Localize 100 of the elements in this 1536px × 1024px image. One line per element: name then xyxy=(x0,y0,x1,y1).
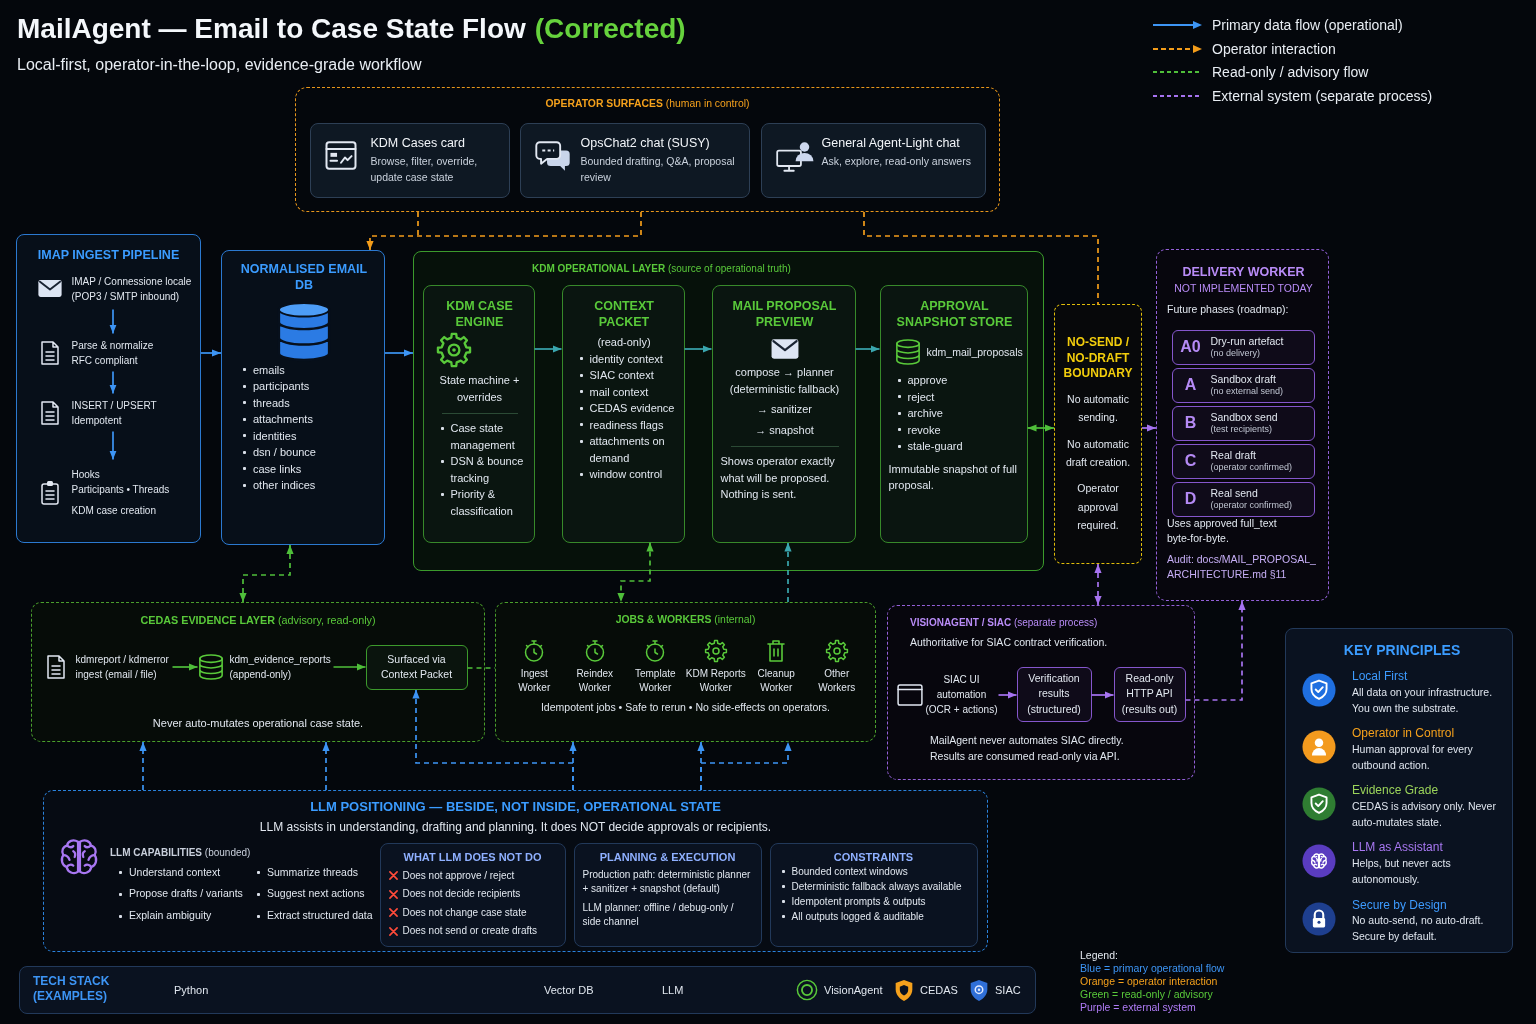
arrow xyxy=(854,345,881,353)
principle-title: LLM as Assistant xyxy=(1352,840,1444,857)
process-box xyxy=(1113,666,1186,722)
group-panel xyxy=(295,87,1000,212)
body-text: Verification results (structured) xyxy=(1026,671,1082,717)
step-label: Idempotent xyxy=(71,413,123,428)
arrow xyxy=(109,308,117,335)
body-text: (read-only) xyxy=(596,335,652,350)
principle-text: No auto-send, no auto-draft. Secure by default. xyxy=(1352,913,1485,944)
phase-title: Sandbox draft xyxy=(1210,372,1277,386)
body-text: Audit: docs/MAIL_PROPOSAL_ARCHITECTURE.md §11 xyxy=(1167,552,1317,583)
arrow xyxy=(683,345,713,353)
info-panel xyxy=(379,842,566,947)
connector-line xyxy=(863,211,1099,305)
legend-text: Primary data flow (operational) xyxy=(1212,17,1403,33)
phase-letter: B xyxy=(1183,414,1198,432)
step-label: IMAP / Connessione locale xyxy=(71,274,193,289)
heading: KDM OPERATIONAL LAYER (source of operational truth) xyxy=(531,262,792,275)
worker-label: KDM Reports Worker xyxy=(685,666,746,695)
principle-text: All data on your infrastructure. You own the substrate. xyxy=(1352,684,1494,716)
body-text: Authoritative for SIAC contract verification. xyxy=(910,635,1109,650)
arrow xyxy=(412,688,574,791)
process-box xyxy=(1016,666,1092,722)
surface-card xyxy=(519,122,750,198)
phase-note: (no delivery) xyxy=(1210,347,1262,360)
step-label: KDM case creation xyxy=(71,504,157,518)
group-panel xyxy=(413,251,1044,571)
phase-title: Sandbox send xyxy=(1210,410,1278,424)
heading: PLANNING & EXECUTION xyxy=(598,849,737,864)
arrow xyxy=(997,691,1018,699)
heading: CONTEXT PACKET xyxy=(593,297,655,330)
tech-name: VisionAgent xyxy=(824,984,883,996)
body-text: Surfaced via Context Packet xyxy=(379,651,454,682)
info-panel xyxy=(573,842,762,947)
group-panel xyxy=(221,250,385,545)
arrow xyxy=(322,741,330,791)
phase-title: Real send xyxy=(1210,486,1259,500)
body-text: No automatic draft creation. xyxy=(1064,436,1132,470)
body-text: → snapshot xyxy=(754,422,815,438)
principle-title: Evidence Grade xyxy=(1352,783,1440,799)
body-text: compose → planner (deterministic fallback) xyxy=(728,365,841,397)
description: Ask, explore, read-only answers xyxy=(821,153,971,169)
heading: KEY PRINCIPLES xyxy=(1342,641,1462,660)
legend-heading: Legend: xyxy=(1080,949,1119,962)
phase-note: (no external send) xyxy=(1210,385,1284,398)
worker-label: Cleanup Worker xyxy=(756,666,796,695)
arrow xyxy=(332,663,367,671)
heading: NORMALISED EMAIL DB xyxy=(239,261,369,294)
process-box xyxy=(711,284,856,543)
step-label: SIAC UI automation (OCR + actions) xyxy=(924,673,999,717)
arrow xyxy=(171,663,199,671)
surface-card xyxy=(760,122,986,198)
phase-title: Dry-run artefact xyxy=(1210,334,1284,348)
heading: VISIONAGENT / SIAC (separate process) xyxy=(910,616,1099,629)
heading: KDM CASE ENGINE xyxy=(445,297,514,330)
title: MailAgent — Email to Case State Flow xyxy=(17,13,526,45)
card-title: General Agent-Light chat xyxy=(821,135,961,150)
process-box xyxy=(365,644,468,690)
arrow xyxy=(200,349,222,357)
body-text: Future phases (roadmap): xyxy=(1167,301,1290,317)
info-panel xyxy=(769,842,978,947)
arrow xyxy=(700,741,792,791)
principle-title: Operator in Control xyxy=(1352,726,1456,742)
legend-text: Blue = primary operational flow xyxy=(1080,962,1225,975)
table-name: kdm_mail_proposals xyxy=(926,346,1023,358)
legend-text: Read-only / advisory flow xyxy=(1212,64,1369,81)
body-text: Operator approval required. xyxy=(1076,481,1120,534)
arrow xyxy=(366,211,642,251)
body-text: → sanitizer xyxy=(756,402,813,417)
step-label: INSERT / UPSERT xyxy=(71,398,158,413)
list-item: Does not decide recipients xyxy=(402,887,521,901)
step-label: Hooks xyxy=(71,468,101,482)
tech-stack-panel xyxy=(19,966,1036,1014)
principle-title: Local First xyxy=(1352,669,1409,685)
phase-letter: A xyxy=(1183,376,1198,394)
body-text: State machine + overrides xyxy=(438,373,521,405)
principle-title: Secure by Design xyxy=(1352,897,1448,914)
list-item: Does not change case state xyxy=(402,905,527,920)
process-box xyxy=(879,284,1028,543)
body-text: Uses approved full_text byte-for-byte. xyxy=(1167,515,1278,546)
heading: APPROVAL SNAPSHOT STORE xyxy=(895,297,1014,330)
phase-letter: C xyxy=(1183,452,1198,470)
phase-letter: A0 xyxy=(1179,338,1202,356)
list-item: Does not send or create drafts xyxy=(402,924,538,938)
principle-text: Helps, but never acts autonomously. xyxy=(1352,856,1452,887)
arrow xyxy=(1090,691,1115,699)
phase-note: (operator confirmed) xyxy=(1210,461,1293,474)
tech-name: SIAC xyxy=(995,984,1021,996)
subheading: NOT IMPLEMENTED TODAY xyxy=(1173,282,1314,296)
arrow xyxy=(384,349,414,357)
worker-label: Reindex Worker xyxy=(575,666,615,695)
phase-box xyxy=(1171,481,1315,517)
heading: CONSTRAINTS xyxy=(832,849,915,864)
phase-box xyxy=(1171,367,1315,403)
card-title: OpsChat2 chat (SUSY) xyxy=(580,135,711,150)
heading: JOBS & WORKERS (internal) xyxy=(614,613,757,627)
surface-card xyxy=(309,122,510,198)
group-panel xyxy=(495,602,876,742)
legend-text: Operator interaction xyxy=(1212,40,1336,57)
heading: LLM CAPABILITIES (bounded) xyxy=(110,845,252,859)
